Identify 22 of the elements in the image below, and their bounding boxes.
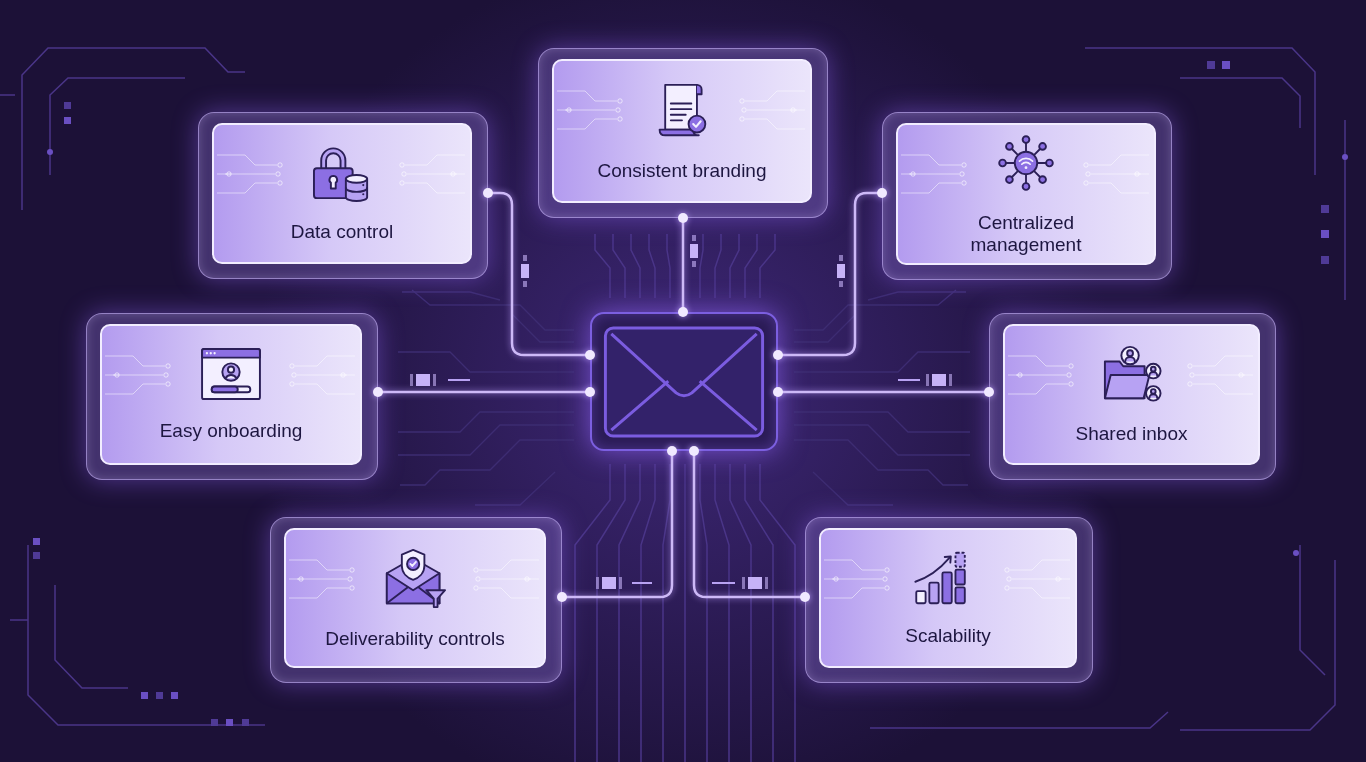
connector — [773, 188, 887, 360]
feature-card — [538, 48, 828, 218]
feature-label: Centralized management — [969, 211, 1083, 256]
connector — [373, 387, 595, 397]
feature-label: Shared inbox — [1075, 423, 1188, 445]
feature-label: Easy onboarding — [159, 420, 303, 442]
feature-card — [270, 517, 562, 683]
feature-label: Consistent branding — [597, 159, 767, 182]
connector — [557, 446, 677, 602]
feature-label: Scalability — [905, 624, 991, 647]
feature-label: Deliverability controls — [325, 627, 505, 650]
feature-card — [989, 313, 1276, 480]
connector — [483, 188, 595, 360]
hub-box — [590, 312, 778, 451]
connector — [689, 446, 810, 602]
feature-card — [198, 112, 488, 279]
connector — [773, 387, 994, 397]
feature-label: Data control — [290, 221, 394, 243]
feature-card — [882, 112, 1172, 280]
connector — [678, 213, 688, 317]
feature-card — [86, 313, 378, 480]
feature-card — [805, 517, 1093, 683]
